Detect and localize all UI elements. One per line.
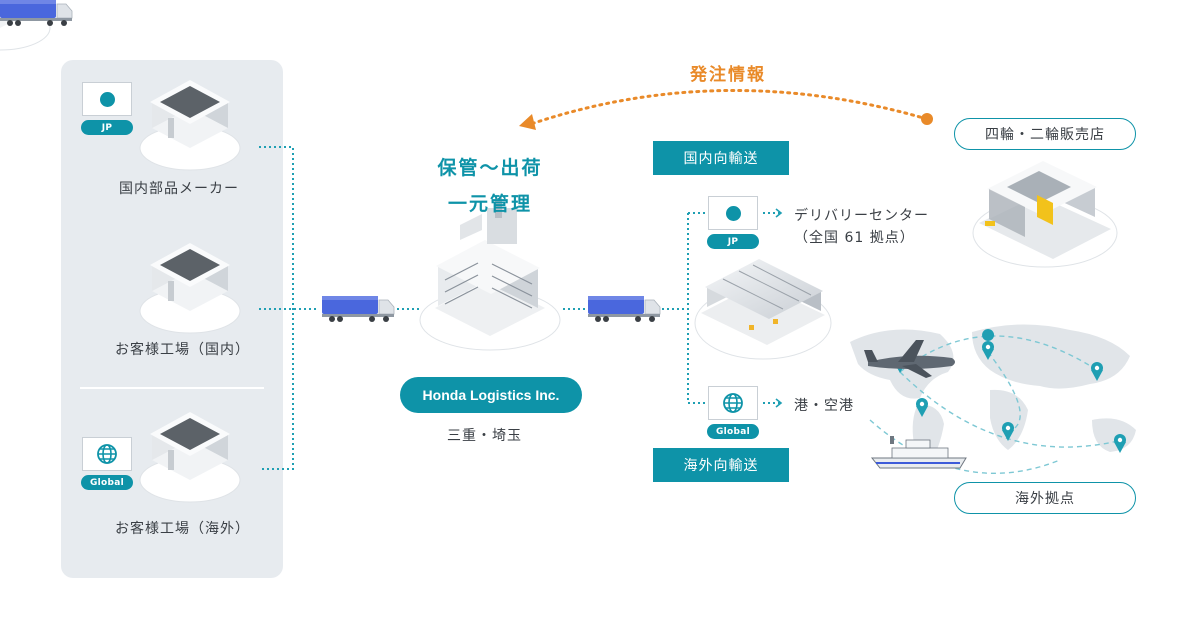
factory-icon-customer-overseas <box>139 411 241 503</box>
customer-factory-overseas-label: お客様工場（海外） <box>115 521 250 537</box>
globe-icon-port <box>708 386 758 420</box>
delivery-center-line2: （全国 61 拠点） <box>794 230 915 246</box>
flag-red-circle <box>725 205 741 221</box>
jp-badge: JP <box>81 120 133 135</box>
overseas-transport-box: 海外向輸送 <box>653 448 789 482</box>
airplane-icon <box>864 340 955 378</box>
domestic-transport-box: 国内向輸送 <box>653 141 789 175</box>
factory-icon-domestic-parts <box>139 79 241 171</box>
customer-factory-domestic-label: お客様工場（国内） <box>115 342 250 358</box>
order-info-label: 発注情報 <box>690 65 766 85</box>
dealership-icon <box>972 161 1118 268</box>
arrowheads <box>775 208 783 408</box>
port-airport-label: 港・空港 <box>794 398 854 414</box>
ship-icon <box>870 436 967 469</box>
factory-icon-customer-domestic <box>139 242 241 334</box>
center-title: 保管〜出荷 一元管理 <box>415 150 565 222</box>
overseas-bases-pill: 海外拠点 <box>954 482 1136 514</box>
domestic-parts-maker-label: 国内部品メーカー <box>119 181 239 197</box>
truck-icon-inbound <box>321 295 395 323</box>
japan-flag-icon-delivery <box>708 196 758 230</box>
center-title-line1: 保管〜出荷 <box>437 157 543 179</box>
distribution-center-icon <box>694 259 832 360</box>
delivery-center-label: デリバリーセンター （全国 61 拠点） <box>794 205 929 249</box>
globe-icon <box>82 437 132 471</box>
warehouse-icon <box>419 198 561 351</box>
company-name-pill: Honda Logistics Inc. <box>400 377 582 413</box>
jp-badge-delivery: JP <box>707 234 759 249</box>
supplier-connector-lines <box>259 146 781 470</box>
japan-flag-icon <box>82 82 132 116</box>
global-badge: Global <box>81 475 133 490</box>
truck-icon-outbound <box>587 295 661 323</box>
delivery-center-line1: デリバリーセンター <box>794 208 929 224</box>
company-location-label: 三重・埼玉 <box>447 428 522 444</box>
truck-icon <box>0 0 73 26</box>
center-title-line2: 一元管理 <box>447 193 532 216</box>
dealers-pill: 四輪・二輪販売店 <box>954 118 1136 150</box>
panel-divider <box>80 387 264 389</box>
global-badge-port: Global <box>707 424 759 439</box>
flag-red-circle <box>99 91 115 107</box>
order-info-arrow <box>519 88 933 130</box>
